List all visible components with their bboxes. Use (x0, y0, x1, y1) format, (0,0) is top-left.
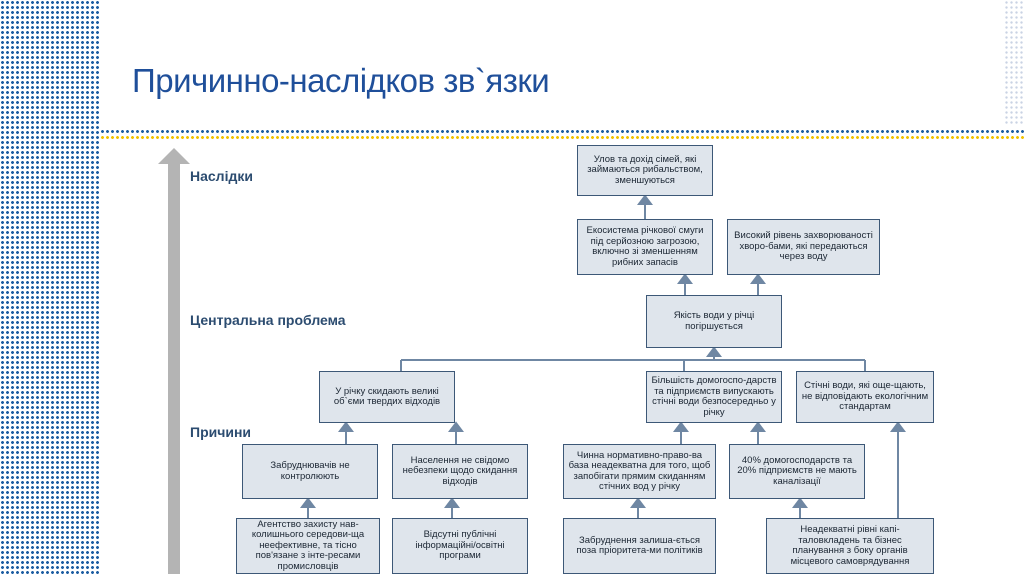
slide-title: Причинно-наслідков зв`язки (132, 62, 550, 99)
box-polluters-uncontrolled: Забруднювачів не контролюють (242, 444, 378, 499)
decorative-dot-pattern-right (1004, 0, 1024, 125)
decorative-dot-pattern-left (0, 0, 100, 574)
axis-label-causes: Причини (190, 424, 252, 440)
box-no-public-programs: Відсутні публічні інформаційні/освітні п… (392, 518, 528, 574)
box-legal-base: Чинна нормативно-право-ва база неадекват… (563, 444, 716, 499)
axis-label-consequences: Наслідки (190, 168, 253, 184)
box-households-discharge: Більшість домогоспо-дарств та підприємст… (646, 371, 782, 423)
box-solid-waste: У річку скидають великі об`єми твердих в… (319, 371, 455, 423)
box-no-sewage: 40% домогосподарств та 20% підприємств н… (729, 444, 865, 499)
box-income-decline: Улов та дохід сімей, які займаються риба… (577, 145, 713, 196)
axis-arrow-shaft (168, 162, 180, 574)
divider-dotted-blue (100, 129, 1024, 134)
box-agency-ineffective: Агентство захисту нав-колишнього середов… (236, 518, 380, 574)
axis-arrow-head (158, 148, 190, 164)
box-inadequate-investment: Неадекватні рівні капі-таловкладень та б… (766, 518, 934, 574)
axis-label-central-problem: Центральна проблема (190, 312, 346, 328)
box-ecosystem-threat: Екосистема річкової смуги під серйозною … (577, 219, 713, 275)
box-pollution-priority: Забруднення залиша-ється поза пріоритета… (563, 518, 716, 574)
box-waste-water-standards: Стічні води, які още-щають, не відповіда… (796, 371, 934, 423)
divider-dotted-yellow (100, 135, 1024, 140)
box-high-disease: Високий рівень захворюваності хворо-бами… (727, 219, 880, 275)
box-population-unaware: Населення не свідомо небезпеки щодо скид… (392, 444, 528, 499)
box-water-quality: Якість води у річці погіршується (646, 295, 782, 348)
